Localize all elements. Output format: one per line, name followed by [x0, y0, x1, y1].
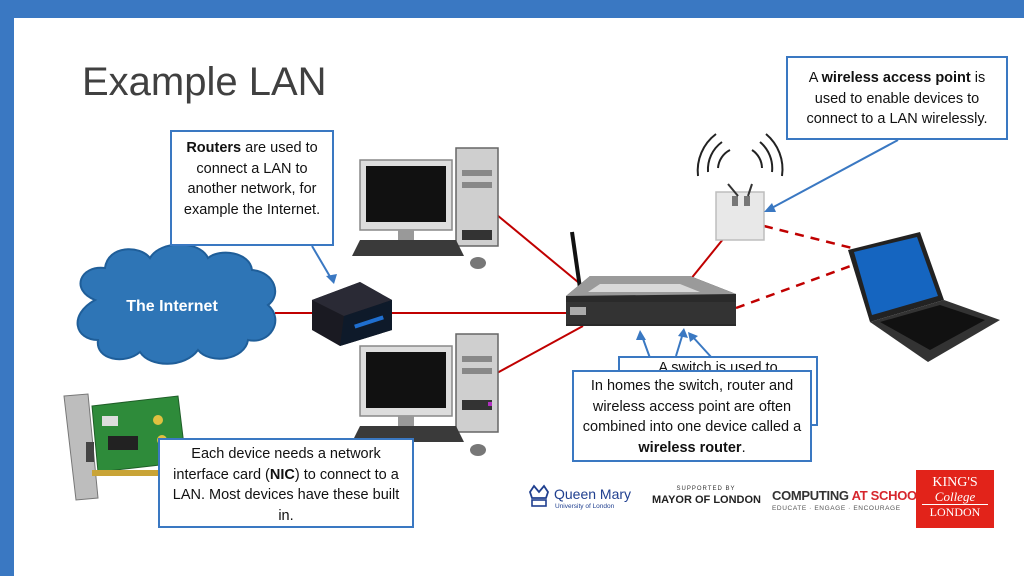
queen-mary-logo: Queen Mary University of London: [528, 484, 632, 514]
mayor-supported-by: SUPPORTED BY: [676, 486, 736, 492]
callout-text: are used to connect a LAN to another net…: [183, 140, 321, 218]
callout-text: is used to enable devices to connect to …: [806, 70, 988, 127]
arrow-router-callout: [311, 245, 333, 281]
router-device: [312, 282, 392, 346]
slide-top-bar: [0, 0, 1024, 18]
callout-text: A: [808, 70, 822, 86]
queen-mary-name: Queen Mary: [554, 486, 632, 502]
computing-at-school-logo: COMPUTING AT SCHOOL EDUCATE · ENGAGE · E…: [772, 488, 925, 514]
slide-title: Example LAN: [82, 60, 327, 104]
wireless-link-wap-laptop: [763, 224, 853, 250]
arrow-switch-callout-3: [691, 335, 713, 359]
switch-device: [566, 231, 736, 326]
internet-cloud: [76, 243, 277, 365]
mayor-of-london-logo: SUPPORTED BY MAYOR OF LONDON: [652, 486, 761, 512]
mayor-of-london-text: MAYOR OF LONDON: [652, 494, 761, 506]
callout-routers: Routers are used to connect a LAN to ano…: [170, 130, 334, 246]
callout-bold: wireless router: [638, 439, 742, 456]
arrow-wap-callout: [767, 139, 899, 211]
internet-cloud-label: The Internet: [126, 298, 218, 315]
wireless-access-point-device: [696, 133, 784, 241]
callout-bold: NIC: [269, 466, 295, 483]
desktop-pc-bottom: [352, 333, 499, 456]
kings-college-london-logo: KING'S College LONDON: [916, 470, 994, 528]
callout-text: ) to connect to a LAN. Most devices have…: [172, 466, 400, 524]
callout-nic: Each device needs a network interface ca…: [158, 438, 414, 528]
desktop-pc-top: [352, 147, 499, 269]
arrow-switch-callout-1: [675, 332, 684, 357]
callout-bold: wireless access point: [821, 70, 971, 86]
kings-line-2: College: [934, 489, 976, 504]
cas-title-accent: AT SCHOOL: [851, 488, 925, 503]
queen-mary-subtitle: University of London: [555, 503, 615, 510]
cas-title: COMPUTING AT SCHOOL: [772, 488, 925, 503]
callout-text: In homes the switch, router and wireless…: [582, 378, 802, 435]
callout-text: .: [741, 439, 746, 456]
link-pc-top-switch: [496, 214, 591, 293]
link-pc-bottom-switch: [496, 325, 584, 374]
kings-line-1: KING'S: [932, 475, 978, 490]
laptop-device: [848, 232, 1000, 362]
cas-subtitle: EDUCATE · ENGAGE · ENCOURAGE: [772, 505, 901, 512]
link-switch-wap: [689, 232, 729, 281]
slide-left-bar: [0, 0, 14, 576]
callout-text: Each device needs a network interface ca…: [173, 446, 381, 483]
callout-wireless-router: In homes the switch, router and wireless…: [572, 370, 812, 462]
cas-title-part: COMPUTING: [772, 488, 852, 503]
callout-bold: Routers: [186, 140, 242, 156]
crown-icon: [529, 484, 549, 507]
callout-wireless-access-point: A wireless access point is used to enabl…: [786, 56, 1008, 140]
kings-line-3: LONDON: [922, 504, 988, 519]
wireless-link-router-laptop: [735, 262, 857, 310]
